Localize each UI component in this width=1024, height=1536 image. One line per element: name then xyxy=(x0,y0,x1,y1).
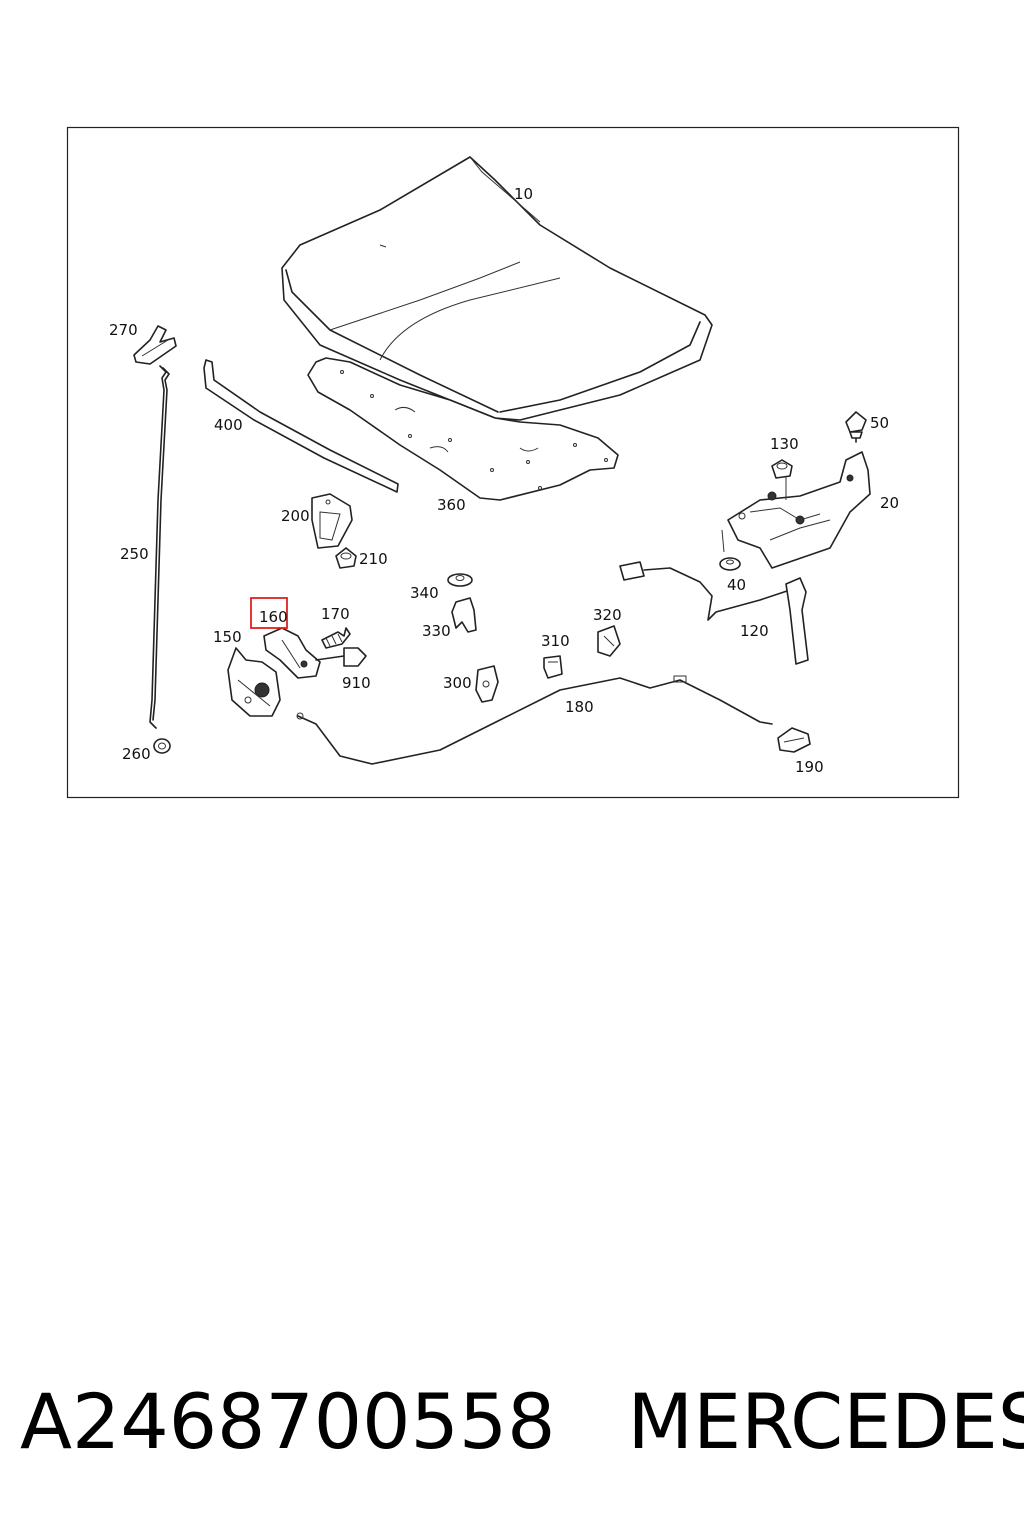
callout-300: 300 xyxy=(443,674,472,692)
nut-210-part xyxy=(335,547,357,569)
callout-400: 400 xyxy=(214,416,243,434)
callout-190: 190 xyxy=(795,758,824,776)
callout-160: 160 xyxy=(259,608,288,626)
callout-270: 270 xyxy=(109,321,138,339)
footer: A2468700558 MERCEDES xyxy=(20,1372,1024,1472)
bracket-200-part xyxy=(311,493,353,549)
callout-10: 10 xyxy=(514,185,533,203)
brand-name: MERCEDES xyxy=(627,1377,1024,1466)
callout-910: 910 xyxy=(342,674,371,692)
holder-310-part xyxy=(543,655,563,679)
callout-260: 260 xyxy=(122,745,151,763)
callout-250: 250 xyxy=(120,545,149,563)
callout-320: 320 xyxy=(593,606,622,624)
callout-180: 180 xyxy=(565,698,594,716)
callout-210: 210 xyxy=(359,550,388,568)
insulation-mat-part xyxy=(307,357,619,501)
callout-highlight-160 xyxy=(250,597,288,629)
part-number: A2468700558 xyxy=(20,1377,556,1466)
bracket-270-part xyxy=(133,325,177,365)
callout-120: 120 xyxy=(740,622,769,640)
nut-130-part xyxy=(771,459,793,479)
hinge-20-part xyxy=(727,451,871,569)
callout-170: 170 xyxy=(321,605,350,623)
callout-340: 340 xyxy=(410,584,439,602)
clip-910-part xyxy=(315,647,367,667)
callout-330: 330 xyxy=(422,622,451,640)
callout-200: 200 xyxy=(281,507,310,525)
lock-160-part xyxy=(263,627,321,679)
handle-190-part xyxy=(777,727,811,753)
callout-130: 130 xyxy=(770,435,799,453)
clip-300-part xyxy=(475,665,499,703)
washer-340-part xyxy=(447,573,473,587)
cable-180-part xyxy=(296,675,773,765)
callout-40: 40 xyxy=(727,576,746,594)
hood-part xyxy=(281,156,713,421)
screw-170-part xyxy=(321,627,351,649)
callout-20: 20 xyxy=(880,494,899,512)
callout-labels: 10 20 40 50 120 130 150 160 170 180 190 … xyxy=(109,185,899,776)
callout-50: 50 xyxy=(870,414,889,432)
seal-strip-part xyxy=(203,359,399,493)
bolt-50-part xyxy=(845,411,867,443)
holder-320-part xyxy=(597,625,621,657)
leader-lines xyxy=(721,476,787,553)
buffer-330-part xyxy=(451,597,477,633)
washer-40-part xyxy=(719,557,741,571)
cable-120-part xyxy=(619,561,809,665)
callout-310: 310 xyxy=(541,632,570,650)
lock-150-part xyxy=(227,647,281,717)
callout-360: 360 xyxy=(437,496,466,514)
callout-150: 150 xyxy=(213,628,242,646)
support-rod-part xyxy=(149,365,170,729)
grommet-260-part xyxy=(153,738,171,754)
